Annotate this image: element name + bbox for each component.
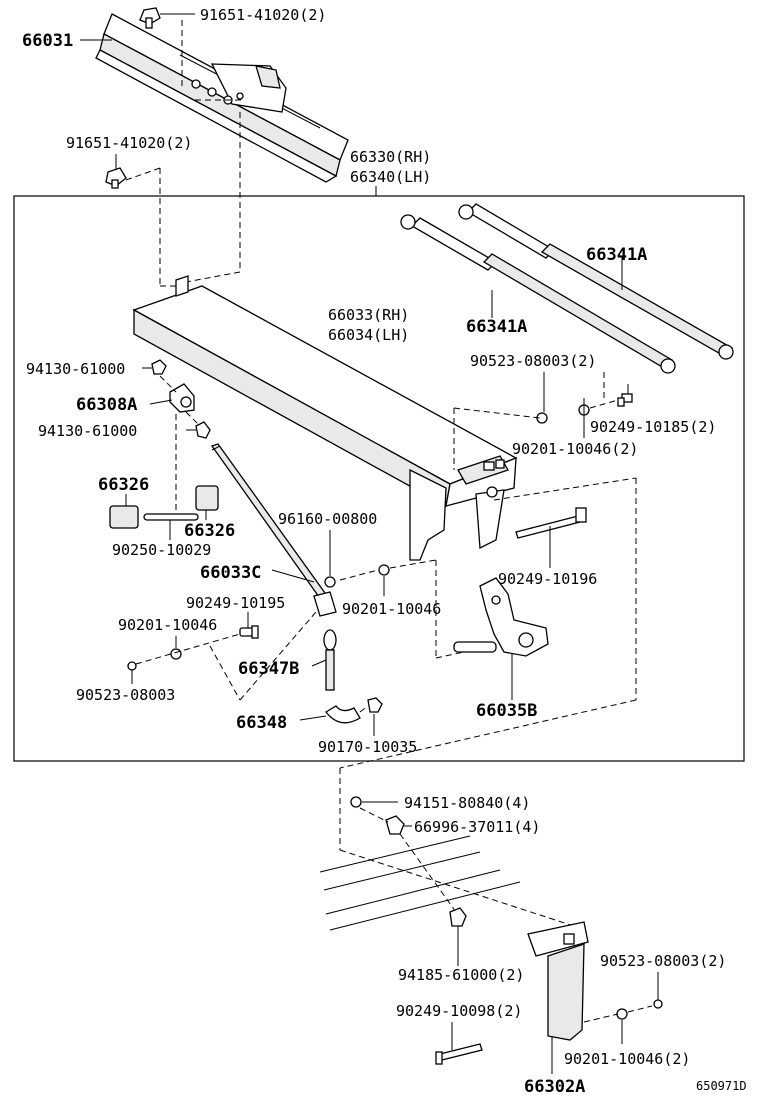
label-90249-10196: 90249-10196 xyxy=(498,570,597,588)
label-66341A-mid: 66341A xyxy=(466,317,527,337)
step-beam-66033 xyxy=(132,275,518,561)
label-66035B: 66035B xyxy=(476,701,537,721)
nut-94185 xyxy=(449,907,467,927)
label-90249-10098: 90249-10098(2) xyxy=(396,1002,522,1020)
label-66996: 66996-37011(4) xyxy=(414,818,540,836)
label-90249-10195: 90249-10195 xyxy=(186,594,285,612)
washer-90201-b xyxy=(378,564,390,576)
label-66347B: 66347B xyxy=(238,659,299,679)
bolt-90249-10195 xyxy=(239,625,259,639)
nut-94130-b xyxy=(195,421,211,439)
clip-96160 xyxy=(324,576,336,588)
gas-strut-66341A-front xyxy=(400,214,676,374)
washer-90523-c xyxy=(653,999,663,1009)
washer-90201-d xyxy=(616,1008,628,1020)
nut-90170 xyxy=(367,697,383,713)
bracket-66302A xyxy=(527,921,589,1041)
label-66031: 66031 xyxy=(22,31,73,51)
nut-94130-a xyxy=(151,359,167,375)
bracket-66035B xyxy=(453,577,549,657)
label-66326-a: 66326 xyxy=(98,475,149,495)
label-90250: 90250-10029 xyxy=(112,541,211,559)
pin-90250 xyxy=(143,513,199,521)
label-94130-b: 94130-61000 xyxy=(38,422,137,440)
label-66340: 66340(LH) xyxy=(350,168,431,186)
washer-90523-b xyxy=(127,661,137,671)
label-90201-10046-d: 90201-10046(2) xyxy=(564,1050,690,1068)
label-91651-mid: 91651-41020(2) xyxy=(66,134,192,152)
label-66348: 66348 xyxy=(236,713,287,733)
label-90523-08003-b: 90523-08003 xyxy=(76,686,175,704)
label-90201-10046-a: 90201-10046(2) xyxy=(512,440,638,458)
label-90249-10185: 90249-10185(2) xyxy=(590,418,716,436)
label-94185: 94185-61000(2) xyxy=(398,966,524,984)
gas-strut-66341A-rear xyxy=(458,203,734,360)
washer-90201-c xyxy=(170,648,182,660)
pad-66326-a xyxy=(109,505,139,529)
label-66034: 66034(LH) xyxy=(328,326,409,344)
label-90201-10046-c: 90201-10046 xyxy=(118,616,217,634)
frame-rail xyxy=(319,835,521,931)
crossmember-66031 xyxy=(95,13,349,183)
nut-94151 xyxy=(350,796,362,808)
nut-66996 xyxy=(385,815,405,835)
label-90523-08003-c: 90523-08003(2) xyxy=(600,952,726,970)
label-94130-a: 94130-61000 xyxy=(26,360,125,378)
label-94151: 94151-80840(4) xyxy=(404,794,530,812)
bolt-90249-10185 xyxy=(617,393,633,407)
label-66302A: 66302A xyxy=(524,1077,585,1097)
bolt-90249-10098 xyxy=(435,1043,483,1065)
label-66308A: 66308A xyxy=(76,395,137,415)
label-96160: 96160-00800 xyxy=(278,510,377,528)
label-66341A-top: 66341A xyxy=(586,245,647,265)
label-66326-b: 66326 xyxy=(184,521,235,541)
label-66033: 66033(RH) xyxy=(328,306,409,324)
pad-66326-b xyxy=(195,485,219,511)
bolt-90249-10196 xyxy=(515,507,587,539)
label-90201-10046-b: 90201-10046 xyxy=(342,600,441,618)
support-rod-66033C xyxy=(210,443,337,617)
assembly-frame xyxy=(13,195,745,762)
label-91651-top: 91651-41020(2) xyxy=(200,6,326,24)
label-90170: 90170-10035 xyxy=(318,738,417,756)
label-66330: 66330(RH) xyxy=(350,148,431,166)
bolt-91651-mid xyxy=(105,167,127,189)
diagram-code: 650971D xyxy=(696,1079,747,1093)
bracket-66308A xyxy=(169,383,195,413)
label-90523-08003-a: 90523-08003(2) xyxy=(470,352,596,370)
eye-bolt-66347B xyxy=(323,629,337,691)
hook-66348 xyxy=(325,705,361,724)
label-66033C: 66033C xyxy=(200,563,261,583)
bolt-91651-top xyxy=(139,7,161,29)
